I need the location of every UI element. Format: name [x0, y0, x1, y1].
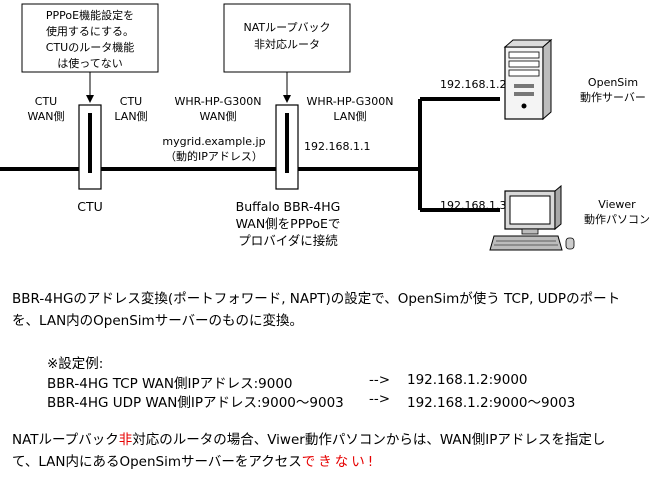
server-tower-icon — [503, 38, 553, 121]
note-cannot: できない! — [301, 454, 377, 470]
pppoe-callout-box — [21, 3, 159, 73]
router-lan-ip: 192.168.1.1 — [304, 140, 370, 153]
note-line-1: NATループバック非対応のルータの場合、Viwer動作パソコンからは、WAN側I… — [12, 429, 605, 451]
viewer-pc-icon — [489, 184, 575, 251]
note-line-2: て、LAN内にあるOpenSimサーバーをアクセスできない! — [12, 451, 376, 473]
router-lan-label: WHR-HP-G300N — [306, 95, 393, 108]
nat-callout-line: NATループバック — [244, 21, 331, 34]
example-heading: ※設定例: — [47, 356, 104, 372]
pppoe-callout-line: は使ってない — [57, 57, 122, 70]
pppoe-callout-line: PPPoE機能設定を — [46, 8, 134, 22]
ctu-wan-label: WAN側 — [27, 110, 64, 123]
nat-callout-arrowhead — [283, 95, 291, 103]
ctu-name: CTU — [77, 199, 103, 214]
example-row-arrow: --> — [369, 391, 391, 407]
pppoe-callout-line: CTUのルータ機能 — [46, 40, 134, 54]
example-row-left: BBR-4HG UDP WAN側IPアドレス:9000～9003 — [47, 395, 344, 411]
router-caption: プロバイダに接続 — [238, 233, 338, 248]
note-highlight-non: 非 — [118, 432, 133, 448]
example-row-right: 192.168.1.2:9000 — [407, 372, 528, 388]
router-caption: Buffalo BBR-4HG — [236, 199, 341, 214]
note-text: て、LAN内にあるOpenSimサーバーをアクセス — [12, 454, 302, 470]
router-wan-label: WHR-HP-G300N — [174, 95, 261, 108]
network-diagram: PPPoE機能設定を 使用するにする。 CTUのルータ機能 は使ってない NAT… — [0, 3, 650, 251]
ctu-device-icon — [78, 104, 102, 190]
router-lan-label: LAN側 — [333, 110, 366, 123]
note-text: NATループバック — [12, 432, 119, 448]
note-text: 対応のルータの場合、Viwer動作パソコンからは、WAN側IPアドレスを指定し — [132, 432, 606, 448]
ctu-lan-label: CTU — [120, 95, 142, 108]
nat-callout-box — [223, 3, 351, 73]
viewer-ip: 192.168.1.3 — [440, 199, 506, 212]
viewer-label: 動作パソコン — [584, 212, 650, 226]
example-row-left: BBR-4HG TCP WAN側IPアドレス:9000 — [47, 376, 293, 392]
pppoe-callout-line: 使用するにする。 — [46, 25, 134, 38]
example-row-right: 192.168.1.2:9000～9003 — [407, 395, 576, 411]
ctu-wan-label: CTU — [35, 95, 57, 108]
server-label: 動作サーバー — [580, 90, 646, 104]
nat-callout-line: 非対応ルータ — [254, 37, 320, 51]
ctu-lan-label: LAN側 — [114, 110, 147, 123]
pppoe-callout-arrowhead — [86, 95, 94, 103]
description-line: を、LAN内のOpenSimサーバーのものに変換。 — [12, 313, 304, 329]
viewer-label: Viewer — [598, 198, 636, 211]
wan-hostname: mygrid.example.jp — [162, 135, 265, 148]
router-device-icon — [275, 104, 299, 190]
server-label: OpenSim — [588, 76, 638, 89]
wan-dynamic-ip-note: （動的IPアドレス） — [165, 149, 263, 163]
router-wan-label: WAN側 — [199, 110, 236, 123]
server-ip: 192.168.1.2 — [440, 78, 506, 91]
description-line: BBR-4HGのアドレス変換(ポートフォワード, NAPT)の設定で、OpenS… — [12, 291, 621, 307]
router-caption: WAN側をPPPoEで — [236, 216, 341, 231]
example-row-arrow: --> — [369, 372, 391, 388]
